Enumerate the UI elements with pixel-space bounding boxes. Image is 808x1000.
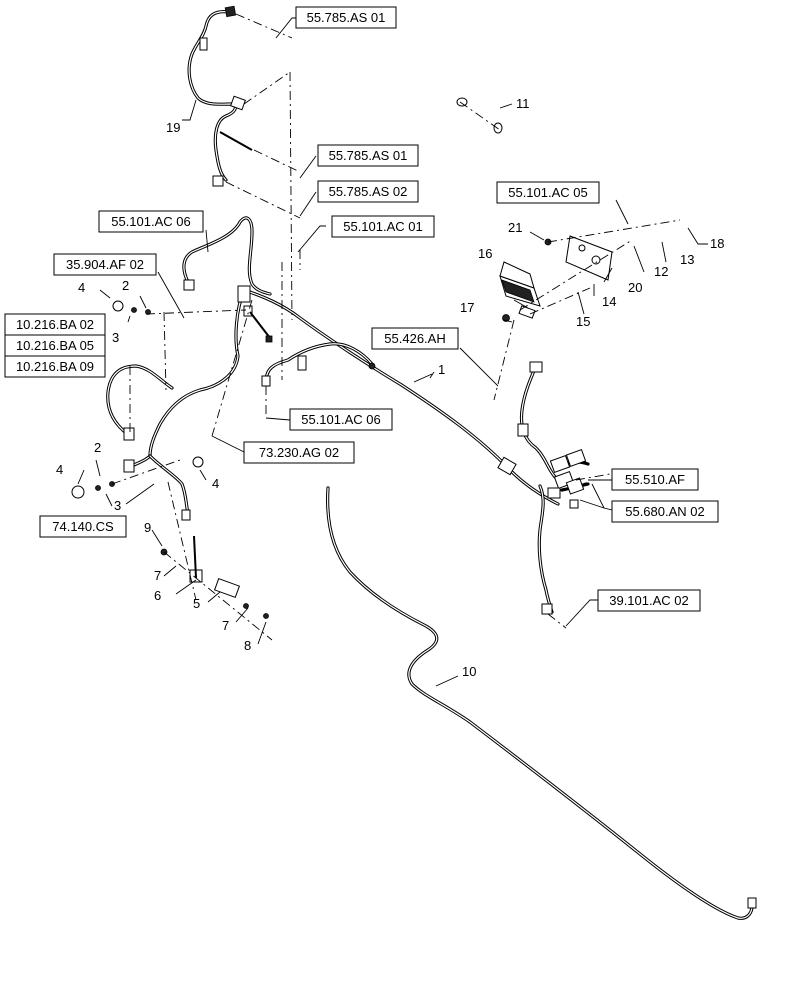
callout-3: 3 [114, 498, 121, 513]
callout-7: 7 [222, 618, 229, 633]
ref-box: 73.230.AG 02 [243, 441, 355, 464]
ref-label: 55.785.AS 01 [307, 10, 386, 25]
ref-box: 35.904.AF 02 [53, 253, 157, 276]
ref-box: 55.101.AC 05 [496, 181, 600, 204]
callout-16: 16 [478, 246, 492, 261]
ref-label: 35.904.AF 02 [66, 257, 144, 272]
callout-11: 11 [516, 96, 530, 111]
callout-1: 1 [438, 362, 445, 377]
callout-7: 7 [154, 568, 161, 583]
callout-19: 19 [166, 120, 180, 135]
callout-numbers: 1 2 2 3 3 4 4 4 5 6 7 7 8 9 10 11 12 13 … [56, 96, 724, 679]
ref-box: 10.216.BA 05 [4, 334, 106, 357]
ref-box: 55.510.AF [611, 468, 699, 491]
callout-13: 13 [680, 252, 694, 267]
callout-4: 4 [212, 476, 219, 491]
ref-box: 55.785.AS 02 [317, 180, 419, 203]
callout-5: 5 [193, 596, 200, 611]
ref-box: 10.216.BA 02 [4, 313, 106, 336]
callout-2: 2 [94, 440, 101, 455]
ref-box: 10.216.BA 09 [4, 355, 106, 378]
ref-label: 55.426.AH [384, 331, 445, 346]
ref-box: 55.101.AC 06 [98, 210, 204, 233]
callout-15: 15 [576, 314, 590, 329]
ref-label: 10.216.BA 02 [16, 317, 94, 332]
callout-12: 12 [654, 264, 668, 279]
callout-10: 10 [462, 664, 476, 679]
control-module-16 [499, 261, 541, 319]
ref-box: 55.785.AS 01 [317, 144, 419, 167]
ref-box: 55.101.AC 06 [289, 408, 393, 431]
ref-label: 55.785.AS 01 [329, 148, 408, 163]
callout-9: 9 [144, 520, 151, 535]
ref-label: 55.101.AC 06 [301, 412, 381, 427]
ref-box: 55.101.AC 01 [331, 215, 435, 238]
callout-3: 3 [112, 330, 119, 345]
callout-6: 6 [154, 588, 161, 603]
connectors [71, 5, 757, 909]
ref-label: 10.216.BA 05 [16, 338, 94, 353]
ref-label: 55.101.AC 05 [508, 185, 588, 200]
ref-label: 10.216.BA 09 [16, 359, 94, 374]
reference-boxes: 55.785.AS 01 55.785.AS 01 55.785.AS 02 5… [4, 6, 719, 612]
ref-label: 73.230.AG 02 [259, 445, 339, 460]
callout-20: 20 [628, 280, 642, 295]
ref-label: 55.101.AC 06 [111, 214, 191, 229]
ref-box: 74.140.CS [39, 515, 127, 538]
harness-wires [106, 10, 754, 920]
callout-17: 17 [460, 300, 474, 315]
ref-label: 55.785.AS 02 [329, 184, 408, 199]
callout-4: 4 [78, 280, 85, 295]
callout-21: 21 [508, 220, 522, 235]
ref-label: 74.140.CS [52, 519, 114, 534]
callout-4: 4 [56, 462, 63, 477]
callout-2: 2 [122, 278, 129, 293]
reference-centerlines [111, 13, 681, 641]
callout-14: 14 [602, 294, 616, 309]
ref-box: 55.680.AN 02 [611, 500, 719, 523]
ref-box: 55.426.AH [371, 327, 459, 350]
ref-label: 55.680.AN 02 [625, 504, 705, 519]
ref-label: 55.510.AF [625, 472, 685, 487]
callout-18: 18 [710, 236, 724, 251]
ref-box: 55.785.AS 01 [295, 6, 397, 29]
bracket-20 [565, 235, 613, 281]
ref-box: 39.101.AC 02 [597, 589, 701, 612]
ref-label: 55.101.AC 01 [343, 219, 423, 234]
leader-lines [77, 17, 708, 687]
ref-label: 39.101.AC 02 [609, 593, 689, 608]
callout-8: 8 [244, 638, 251, 653]
